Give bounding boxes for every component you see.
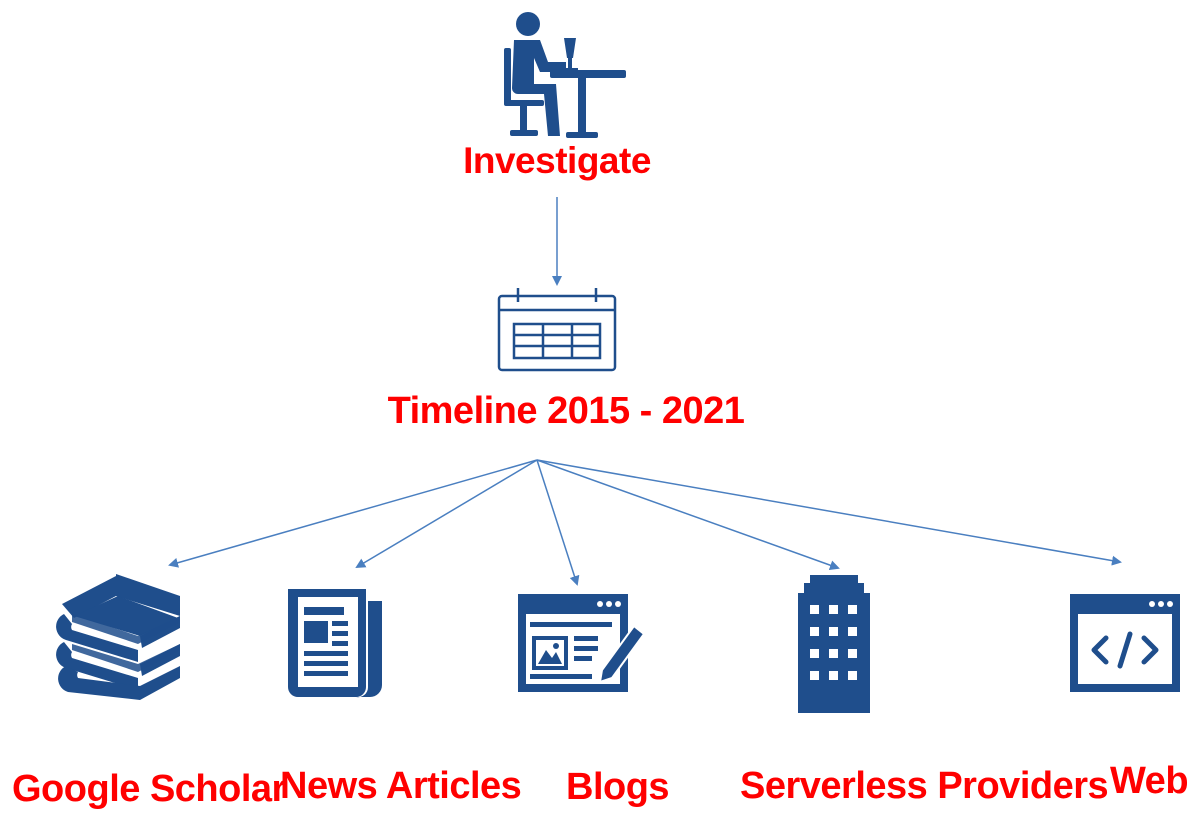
building-icon [798,575,870,713]
books-icon [56,574,180,700]
blogs-label: Blogs [566,766,670,808]
news-articles-label: News Articles [280,765,522,807]
newspaper-icon [288,589,382,698]
calendar-icon [497,288,617,372]
arrow-timeline-to-google-scholar [168,459,538,568]
arrow-timeline-to-news-articles [355,459,538,569]
timeline-label: Timeline 2015 - 2021 [387,390,745,432]
investigate-label: Investigate [463,140,651,181]
web-code-icon [1070,594,1180,692]
google-scholar-label: Google Scholar [12,768,286,810]
person-at-desk-icon [504,12,626,138]
arrow-timeline-to-web [536,459,1122,566]
web-label: Web [1110,760,1189,802]
blog-editor-icon [518,594,646,692]
arrow-timeline-to-serverless-providers [536,459,840,571]
arrow-timeline-to-blogs [536,459,580,586]
serverless-providers-label: Serverless Providers [740,765,1109,807]
